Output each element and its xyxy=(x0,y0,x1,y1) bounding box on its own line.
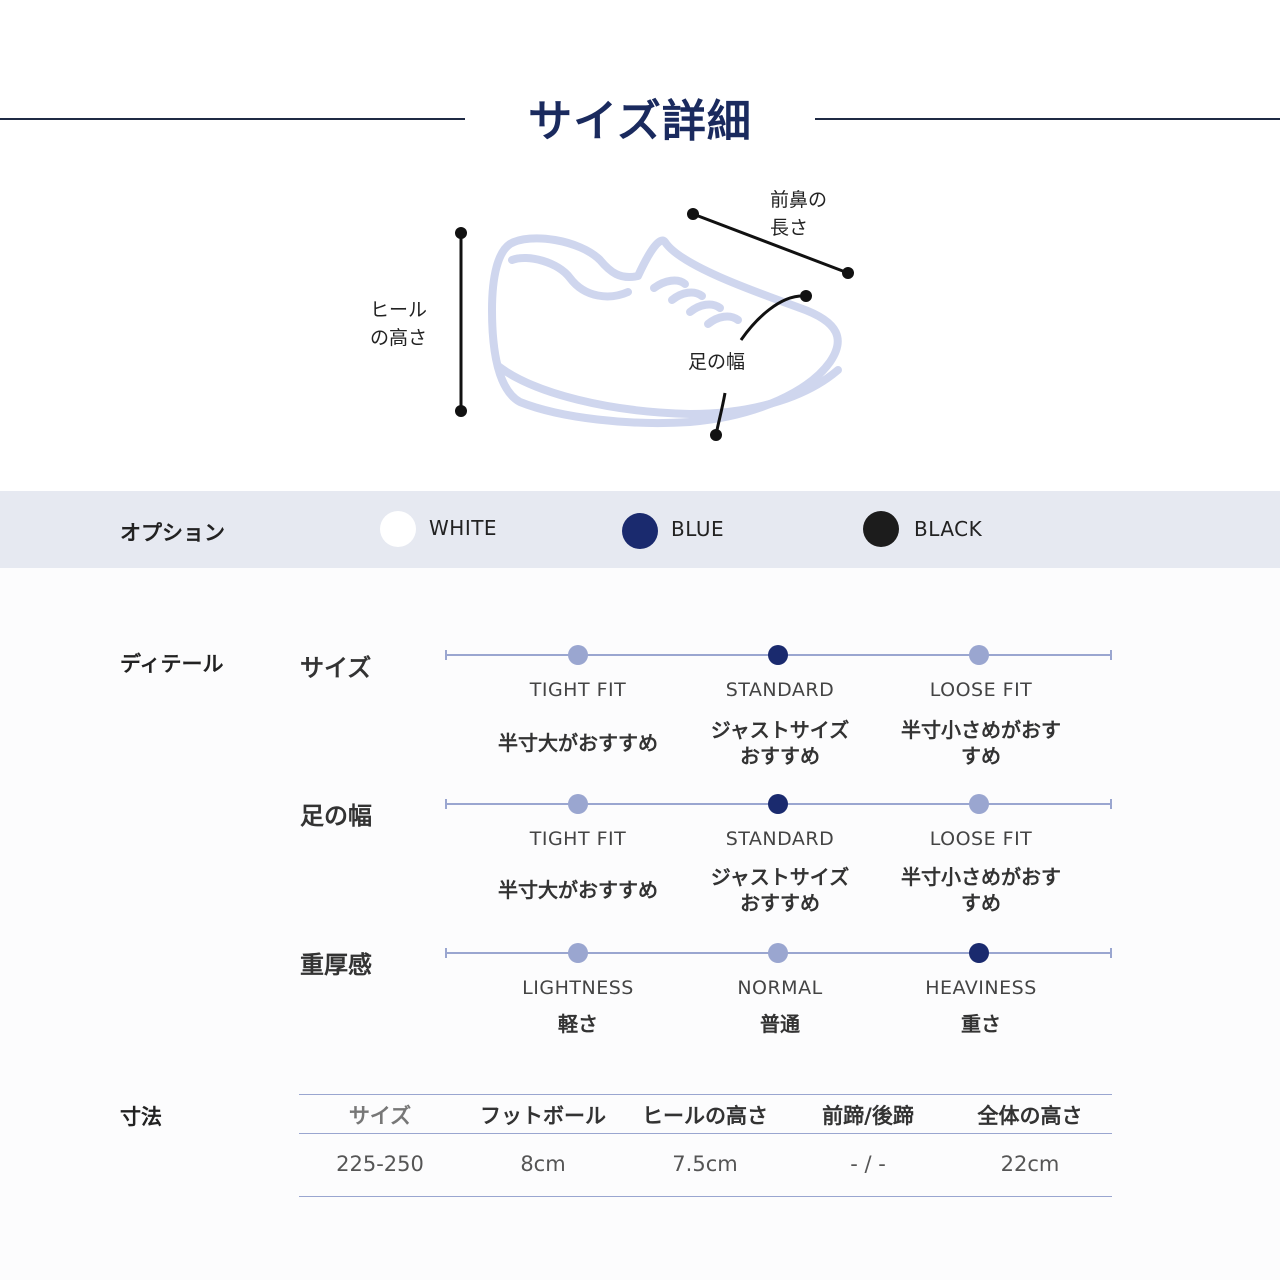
white-swatch[interactable] xyxy=(380,511,416,547)
size-scale-cap-left xyxy=(445,650,447,660)
size-option-dot-loose xyxy=(969,645,989,665)
table-cell: 8cm xyxy=(520,1152,566,1176)
weight-option-jp: 軽さ xyxy=(558,1012,598,1036)
width-scale-cap-right xyxy=(1110,799,1112,809)
weight-row-label: 重厚感 xyxy=(300,951,372,979)
dimensions-label: 寸法 xyxy=(120,1105,162,1129)
size-option-jp: 半寸大がおすすめ xyxy=(498,731,658,755)
size-option-en: TIGHT FIT xyxy=(529,679,627,701)
size-option-en: LOOSE FIT xyxy=(929,679,1033,701)
title-divider-right xyxy=(815,118,1280,120)
white-color-label: WHITE xyxy=(429,516,498,540)
table-cell: 7.5cm xyxy=(672,1152,738,1176)
black-swatch[interactable] xyxy=(863,511,899,547)
table-header-cell: ヒールの高さ xyxy=(642,1104,768,1128)
width-option-jp: ジャストサイズ おすすめ xyxy=(710,865,850,915)
size-scale-cap-right xyxy=(1110,650,1112,660)
weight-scale-cap-left xyxy=(445,948,447,958)
options-label: オプション xyxy=(120,521,225,545)
table-header-border xyxy=(299,1133,1112,1134)
weight-option-en: NORMAL xyxy=(737,977,823,999)
black-color-label: BLACK xyxy=(914,517,983,541)
width-option-jp: 半寸小さめがおす すめ xyxy=(901,865,1061,915)
heel-height-label: ヒール の高さ xyxy=(370,299,428,349)
size-option-dot-standard xyxy=(768,645,788,665)
table-top-border xyxy=(299,1094,1112,1095)
table-header-cell: 全体の高さ xyxy=(977,1104,1083,1128)
weight-scale-cap-right xyxy=(1110,948,1112,958)
width-option-en: TIGHT FIT xyxy=(529,828,627,850)
weight-option-en: LIGHTNESS xyxy=(522,977,634,999)
table-header-cell: フットボール xyxy=(480,1104,606,1128)
table-cell: - / - xyxy=(850,1152,886,1176)
weight-option-en: HEAVINESS xyxy=(925,977,1037,999)
table-cell: 22cm xyxy=(1000,1152,1060,1176)
toe-length-label: 前鼻の 長さ xyxy=(770,189,828,239)
weight-option-dot-normal xyxy=(768,943,788,963)
table-header-cell: 前蹄/後蹄 xyxy=(822,1104,914,1128)
weight-option-dot-heavy xyxy=(969,943,989,963)
title-divider-left xyxy=(0,118,465,120)
width-scale-cap-left xyxy=(445,799,447,809)
table-cell: 225-250 xyxy=(336,1152,424,1176)
shoe-measurement-diagram: 前鼻の 長さ ヒール の高さ 足の幅 xyxy=(360,180,920,460)
table-header-cell: サイズ xyxy=(348,1104,412,1128)
width-option-dot-standard xyxy=(768,794,788,814)
width-option-dot-tight xyxy=(568,794,588,814)
detail-label: ディテール xyxy=(120,652,224,676)
width-row-label: 足の幅 xyxy=(300,802,372,830)
size-row-label: サイズ xyxy=(300,654,372,682)
blue-color-label: BLUE xyxy=(671,517,725,541)
blue-swatch[interactable] xyxy=(622,513,658,549)
table-bottom-border xyxy=(299,1196,1112,1197)
shoe-illustration-icon xyxy=(455,208,854,441)
page-title: サイズ詳細 xyxy=(528,96,752,147)
foot-width-label: 足の幅 xyxy=(688,351,746,373)
size-option-dot-tight xyxy=(568,645,588,665)
width-option-jp: 半寸大がおすすめ xyxy=(498,878,658,902)
weight-option-dot-light xyxy=(568,943,588,963)
size-option-jp: ジャストサイズ おすすめ xyxy=(710,718,850,768)
width-option-dot-loose xyxy=(969,794,989,814)
size-option-jp: 半寸小さめがおす すめ xyxy=(901,718,1061,768)
width-option-en: STANDARD xyxy=(725,828,835,850)
details-section xyxy=(0,568,1280,1280)
weight-option-jp: 重さ xyxy=(961,1012,1001,1036)
weight-option-jp: 普通 xyxy=(760,1012,800,1036)
width-option-en: LOOSE FIT xyxy=(929,828,1033,850)
size-option-en: STANDARD xyxy=(725,679,835,701)
